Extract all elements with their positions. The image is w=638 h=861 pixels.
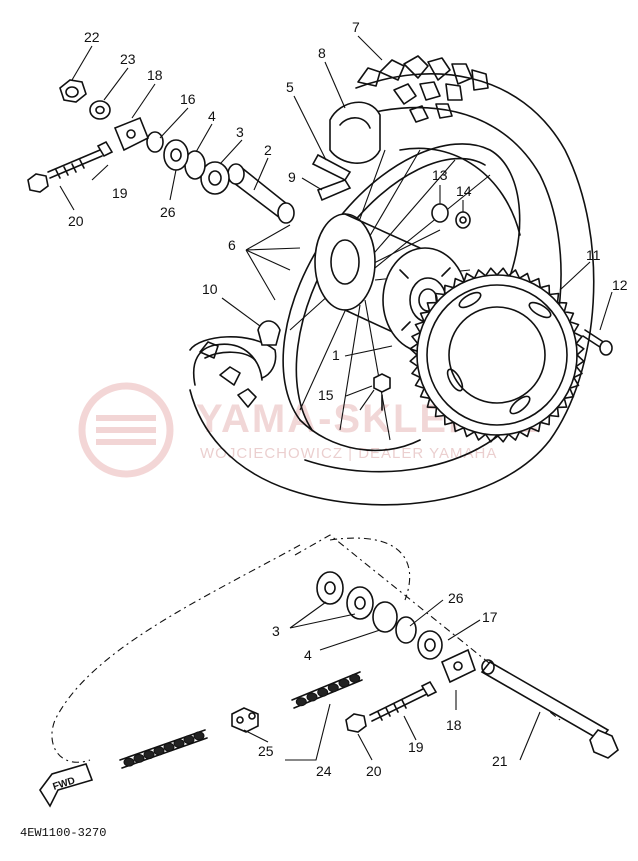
callout-9: 9 <box>288 169 296 185</box>
callout-23: 23 <box>120 51 136 67</box>
callout-22: 22 <box>84 29 100 45</box>
callout-16: 16 <box>180 91 196 107</box>
callout-20: 20 <box>68 213 84 229</box>
callout-12: 12 <box>612 277 628 293</box>
callout-3: 3 <box>236 124 244 140</box>
chain-roller <box>338 678 350 688</box>
sprocket-teeth <box>409 267 585 443</box>
leader-lines <box>59 35 613 761</box>
callout-25: 25 <box>258 743 274 759</box>
collar <box>227 163 295 224</box>
watermark-logo-icon <box>78 382 174 478</box>
chain-roller <box>143 750 155 760</box>
chain-roller <box>295 697 307 707</box>
callout-1: 1 <box>332 347 340 363</box>
chain-roller <box>306 692 318 702</box>
fwd-arrow: FWD <box>39 763 94 808</box>
chain-links <box>295 673 361 707</box>
chain-roller <box>133 753 145 763</box>
chain-links <box>123 731 205 767</box>
callout-24: 24 <box>316 763 332 779</box>
sprocket-tooth-outline <box>409 267 585 443</box>
chain-roller <box>153 746 165 756</box>
sprocket-bolt <box>582 329 613 356</box>
callout-13: 13 <box>432 167 448 183</box>
chain-roller <box>193 731 205 741</box>
callout-7: 7 <box>352 19 360 35</box>
callout-14: 14 <box>456 183 472 199</box>
callout-26-lower: 26 <box>448 590 464 606</box>
part-code: 4EW1100-3270 <box>20 826 106 840</box>
callout-8: 8 <box>318 45 326 61</box>
chain-roller <box>183 735 195 745</box>
callout-15: 15 <box>318 387 334 403</box>
callout-17: 17 <box>482 609 498 625</box>
callout-19: 19 <box>112 185 128 201</box>
callout-4-lower: 4 <box>304 647 312 663</box>
tire-tread <box>199 55 489 408</box>
watermark-logo-stripes <box>96 415 156 445</box>
chain-roller <box>317 687 329 697</box>
valve-nut <box>373 373 391 411</box>
watermark-subline: WOJCIECHOWICZ | DEALER YAMAHA <box>200 445 497 462</box>
upper-bearings <box>146 131 230 195</box>
callout-21: 21 <box>492 753 508 769</box>
callout-6: 6 <box>228 237 236 253</box>
chain-roller <box>123 757 135 767</box>
chain-roller <box>327 683 339 693</box>
callout-5: 5 <box>286 79 294 95</box>
chain-roller <box>349 673 361 683</box>
sprocket <box>409 267 585 443</box>
drive-chain <box>51 537 411 769</box>
chain-roller <box>173 738 185 748</box>
upper-adjuster-parts <box>27 79 150 193</box>
callout-11: 11 <box>586 247 601 263</box>
callout-18-lower: 18 <box>446 717 462 733</box>
chain-roller <box>163 742 175 752</box>
callout-3-lower: 3 <box>272 623 280 639</box>
wheel-damper <box>257 320 281 346</box>
tube-and-band <box>311 101 381 202</box>
callout-2: 2 <box>264 142 272 158</box>
spacer-13-14 <box>431 203 471 229</box>
callout-4: 4 <box>208 108 216 124</box>
tire <box>189 55 595 506</box>
callouts: 22 23 18 16 4 3 2 8 7 5 9 19 20 26 6 13 … <box>68 19 628 779</box>
callout-18: 18 <box>147 67 163 83</box>
callout-20-lower: 20 <box>366 763 382 779</box>
callout-26: 26 <box>160 204 176 220</box>
callout-19-lower: 19 <box>408 739 424 755</box>
lower-axle-group <box>294 534 619 759</box>
callout-10: 10 <box>202 281 218 297</box>
